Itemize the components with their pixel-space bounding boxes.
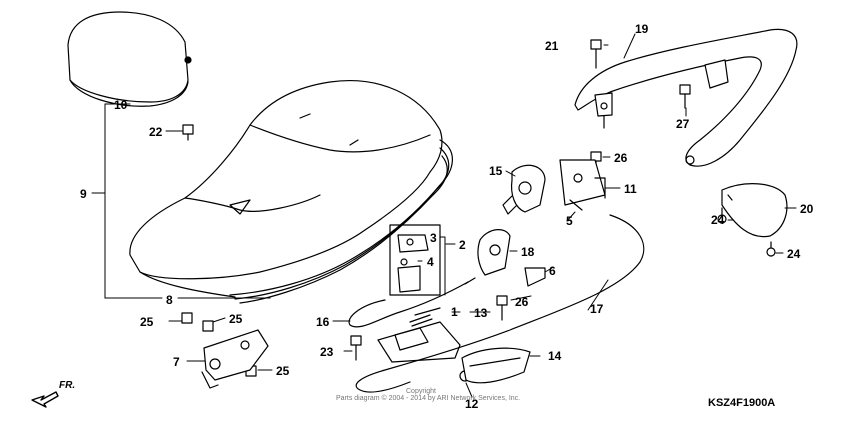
callout-18[interactable]: 18 [521,245,535,259]
callout-20[interactable]: 20 [800,202,814,216]
cable-17 [355,214,645,393]
callout-10[interactable]: 10 [114,98,128,112]
latch-base-plate [377,307,461,363]
callout-25-top[interactable]: 25 [229,312,243,326]
callout-14[interactable]: 14 [548,349,562,363]
callout-25-bottom[interactable]: 25 [276,364,290,378]
cable-16 [348,277,476,328]
copyright-line-2: Parts diagram © 2004 - 2014 by ARI Netwo… [336,395,521,402]
front-arrow-icon [31,391,59,408]
callout-24-upper[interactable]: 24 [711,213,725,227]
callout-19[interactable]: 19 [635,22,649,36]
diagram-code: KSZ4F1900A [708,397,776,409]
copyright-line-1: Copyright [406,388,436,395]
key-lock-part [502,164,546,215]
callout-23[interactable]: 23 [320,345,334,359]
callout-9[interactable]: 9 [80,187,87,201]
front-label: FR. [59,380,76,391]
leader-lines [91,33,797,398]
callout-7[interactable]: 7 [173,355,180,369]
callout-13[interactable]: 13 [474,306,488,320]
callout-12[interactable]: 12 [465,397,479,411]
callout-22[interactable]: 22 [149,125,163,139]
callout-8[interactable]: 8 [166,293,173,307]
callout-21[interactable]: 21 [545,39,559,53]
callout-15[interactable]: 15 [489,164,503,178]
callout-17[interactable]: 17 [590,302,604,316]
callout-4[interactable]: 4 [427,255,434,269]
bracket-part [477,229,511,276]
callout-27[interactable]: 27 [676,117,690,131]
nut-25-mid [202,320,214,332]
callout-24-lower[interactable]: 24 [787,247,801,261]
callout-26-upper[interactable]: 26 [614,151,628,165]
clip-part [524,267,546,287]
callout-6[interactable]: 6 [549,264,556,278]
callout-1[interactable]: 1 [451,305,458,319]
bolt-21 [590,39,602,69]
grab-rail-part [574,28,798,167]
seat-lock-assembly [389,224,441,296]
nut-24-upper [717,207,727,224]
hinge-part [201,329,269,389]
callout-2[interactable]: 2 [459,238,466,252]
callout-5[interactable]: 5 [566,214,573,228]
bolt-26-lower [496,295,508,321]
nut-24-lower [766,241,776,257]
callout-25-left[interactable]: 25 [140,315,154,329]
tray-part [461,347,531,384]
bolt-23 [350,335,362,361]
callout-26-lower[interactable]: 26 [515,295,529,309]
main-seat-part [129,80,453,304]
callout-16[interactable]: 16 [316,315,330,329]
callout-11[interactable]: 11 [624,182,637,196]
bolt-22 [182,124,194,141]
pillion-pad-part [67,11,192,107]
callout-3[interactable]: 3 [430,231,437,245]
cover-part [721,183,788,238]
nut-25-top [181,312,193,324]
latch-mechanism [559,159,606,211]
bolt-27 [679,84,691,109]
